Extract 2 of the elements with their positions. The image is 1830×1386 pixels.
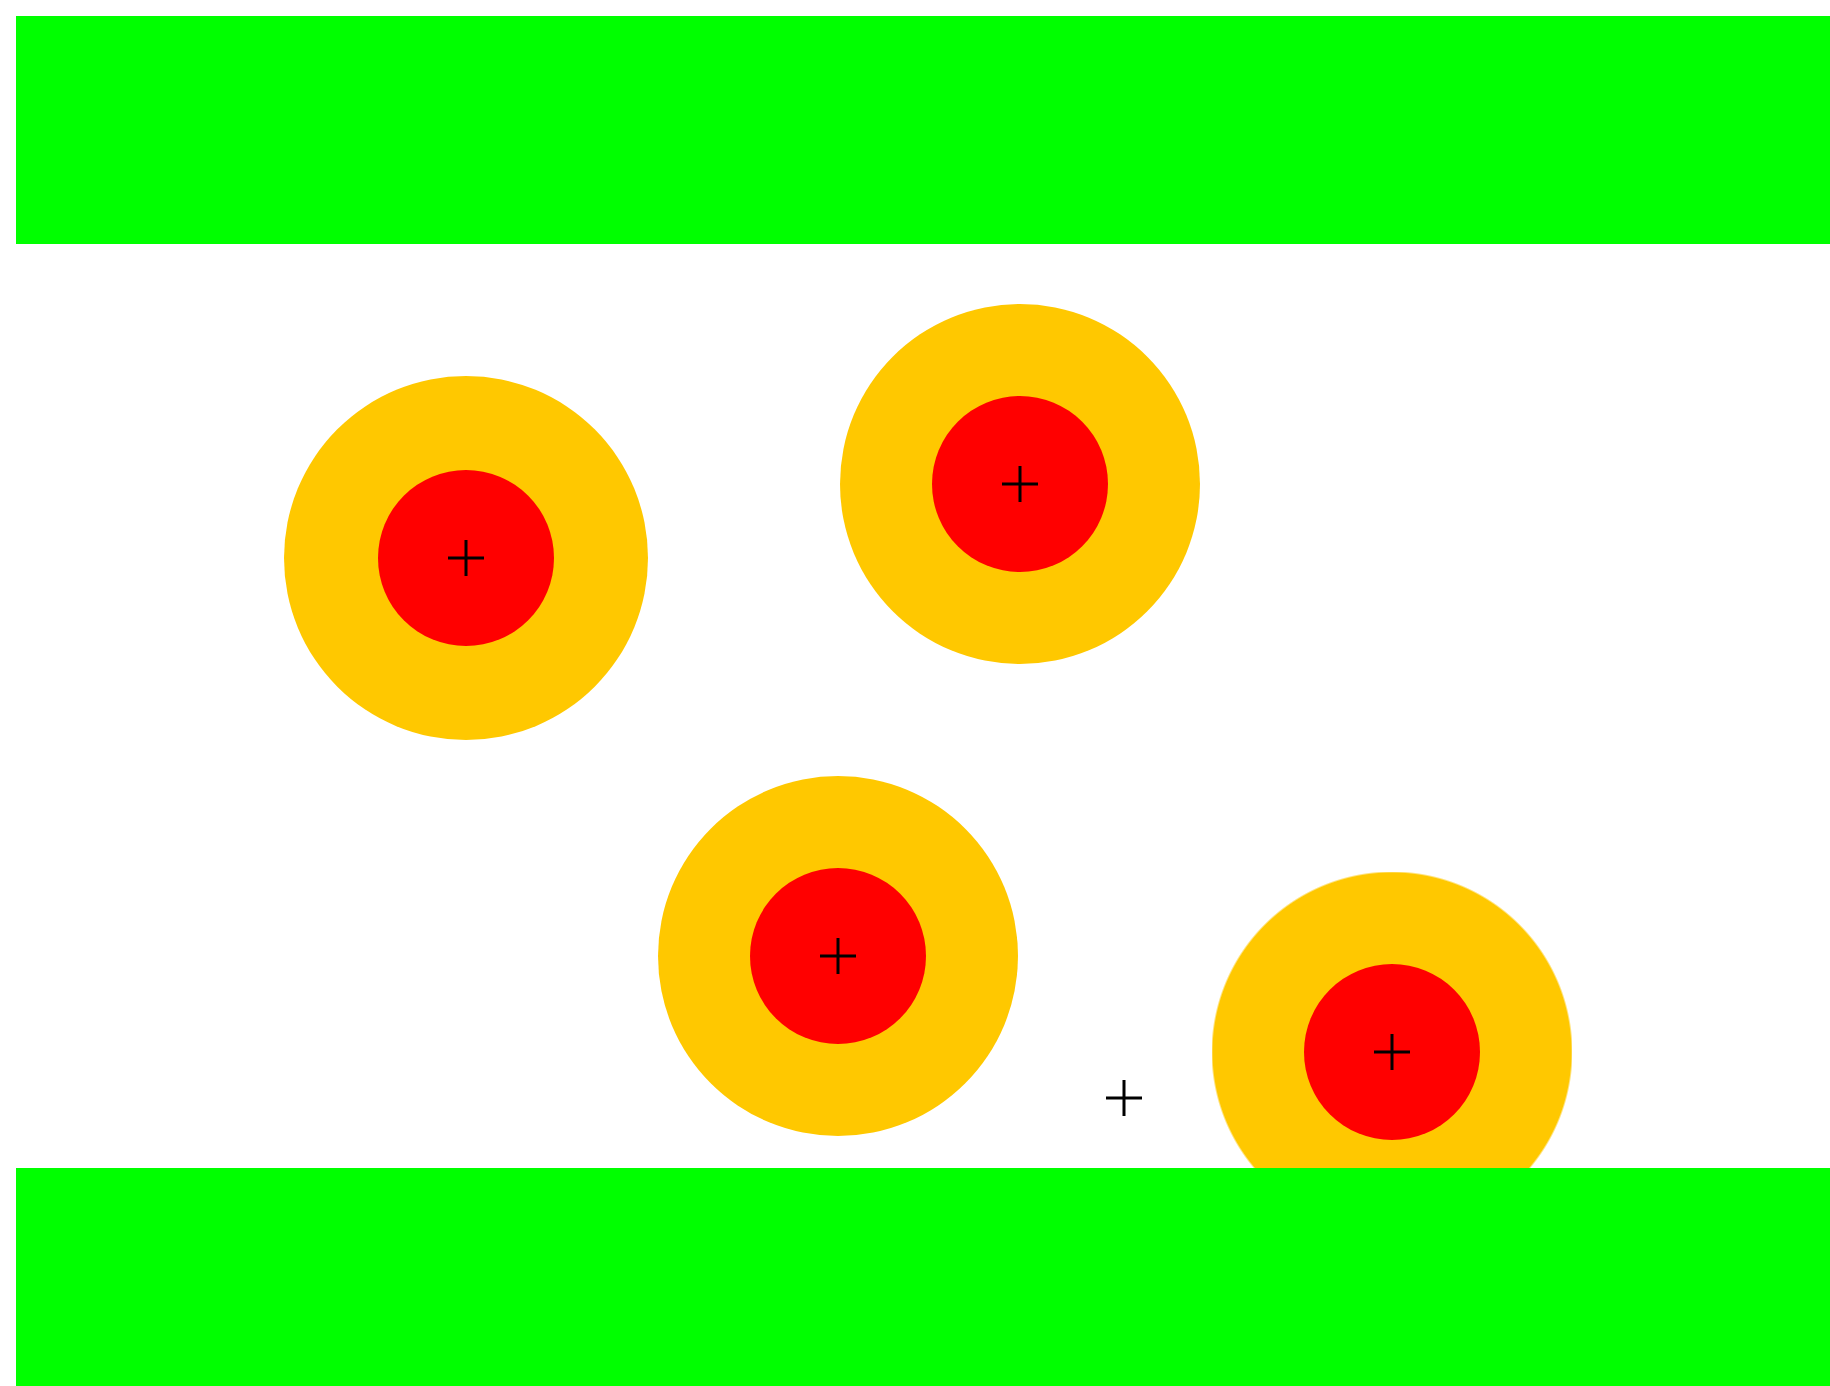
band — [16, 16, 1830, 244]
band — [16, 1168, 1830, 1386]
